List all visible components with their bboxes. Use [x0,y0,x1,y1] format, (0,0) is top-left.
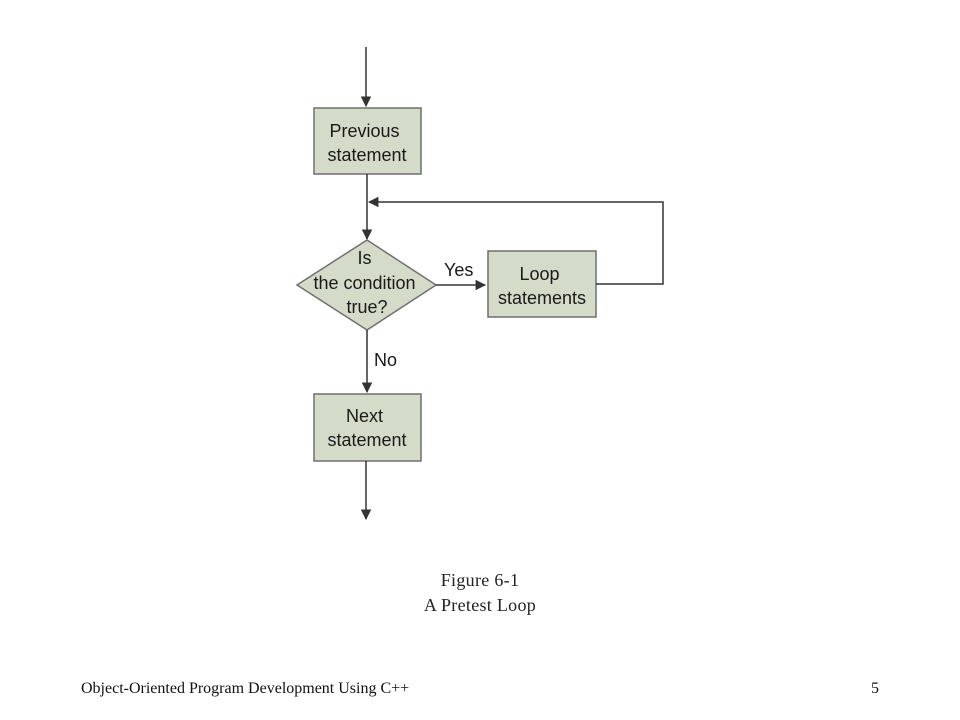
no-label: No [374,350,397,370]
decision-node: Is the condition true? [295,239,438,331]
decision-label-line2: the condition [313,273,415,293]
loop-statements-node: Loop statements [487,250,597,318]
figure-number: Figure 6-1 [440,570,520,590]
figure-title: A Pretest Loop [423,595,537,615]
loop-back-arrow [367,196,664,285]
loop-statements-label-line2: statements [498,288,586,308]
next-statement-label-line2: statement [327,430,406,450]
page-number: 5 [871,680,879,697]
decision-label-line3: true? [346,297,387,317]
loop-statements-label-line1: Loop [519,264,559,284]
yes-label: Yes [444,260,473,280]
previous-statement-label-line1: Previous [329,121,399,141]
svg-text:Previous statement: Previous statement [327,121,406,165]
next-statement-label-line1: Next [346,406,383,426]
next-statement-node: Next statement [313,393,422,462]
svg-text:Loop statements: Loop statements [498,264,586,308]
svg-text:Is the condition t: Is the condition true? [313,248,420,317]
previous-statement-node: Previous statement [313,107,422,175]
svg-text:Next statement: Next statement [327,406,406,450]
footer-book-title: Object-Oriented Program Development Usin… [81,680,410,697]
previous-statement-label-line2: statement [327,145,406,165]
decision-label-line1: Is [357,248,371,268]
next-statement-box [313,393,422,462]
